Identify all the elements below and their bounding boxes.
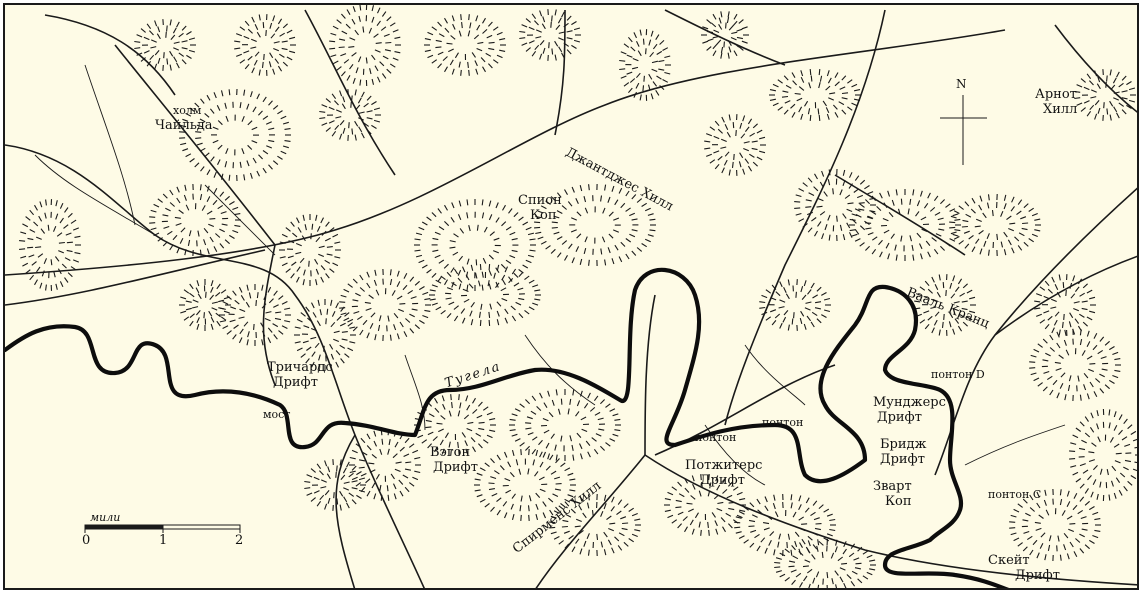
hill-hachure xyxy=(424,14,506,76)
label-skiet-1: Скейт xyxy=(988,553,1030,568)
north-arrow xyxy=(940,95,987,165)
label-spion-kop-2: Коп xyxy=(530,208,557,223)
hill-hachure xyxy=(329,5,401,87)
scale-tick-2: 2 xyxy=(235,533,244,548)
label-childs-hill-1: холм xyxy=(173,104,202,117)
hill-hachure xyxy=(294,299,356,371)
hill-hachure xyxy=(414,394,496,456)
hill-hachure xyxy=(794,168,876,242)
label-potgieters-2: Дрифт xyxy=(700,473,745,488)
scale-tick-1: 1 xyxy=(159,533,168,548)
hill-hachure xyxy=(19,199,81,291)
tugela-river xyxy=(5,267,1010,588)
label-pontoon-2: понтон xyxy=(762,416,804,429)
scale-label: мили xyxy=(90,511,121,524)
hill-hachure xyxy=(279,214,341,286)
hill-hachure xyxy=(914,274,976,336)
scale-bar xyxy=(84,524,241,533)
hill-hachure xyxy=(534,183,656,267)
hill-hachure xyxy=(349,429,421,501)
hill-hachure xyxy=(734,493,836,557)
hill-hachure xyxy=(429,264,541,326)
label-zwart-kop-2: Коп xyxy=(885,494,912,509)
hill-hachure xyxy=(701,11,749,59)
hill-hachure xyxy=(1069,408,1137,502)
north-label: N xyxy=(956,77,967,91)
hill-hachure xyxy=(509,389,621,461)
hill-hachure xyxy=(1034,274,1096,336)
hill-hachure xyxy=(769,69,861,121)
label-skiet-2: Дрифт xyxy=(1015,568,1060,583)
hill-hachure xyxy=(304,459,366,511)
label-munger-1: Мунджерс xyxy=(873,395,946,410)
hill-hachure xyxy=(759,279,831,331)
hill-hachure xyxy=(519,9,581,61)
map-frame: холм Чайльда Спион Коп Джантджес Хилл Ту… xyxy=(3,3,1139,590)
hill-hachure xyxy=(219,284,291,346)
hill-hachure xyxy=(149,183,241,257)
scale-tick-0: 0 xyxy=(82,533,91,548)
label-arnot-2: Хилл xyxy=(1043,102,1078,117)
hill-hachure xyxy=(179,88,291,182)
hill-hachure xyxy=(1074,69,1136,121)
hill-hachure xyxy=(849,189,961,261)
label-childs-hill-2: Чайльда xyxy=(155,118,213,133)
hill-hachure xyxy=(774,538,876,588)
label-munger-2: Дрифт xyxy=(877,410,922,425)
label-potgieters-1: Потжитерс xyxy=(685,458,763,473)
label-arnot-1: Арнот xyxy=(1035,87,1077,102)
label-bridge-drift-1: Бридж xyxy=(880,437,927,452)
label-spion-kop-1: Спион xyxy=(518,193,562,208)
label-pontoon-c: понтон C xyxy=(988,488,1042,501)
hill-hachure xyxy=(549,493,641,557)
label-bridge-drift-2: Дрифт xyxy=(880,452,925,467)
hill-hachure xyxy=(339,268,431,342)
hill-hachure xyxy=(179,279,231,331)
hill-hachure xyxy=(704,114,766,176)
hill-hachure xyxy=(1009,488,1101,562)
label-pontoon-1: понтон xyxy=(695,431,737,444)
hill-hachure xyxy=(319,89,381,141)
hill-hachures xyxy=(19,5,1137,588)
label-trichards-2: Дрифт xyxy=(273,375,318,390)
label-wagon-1: Вэгон xyxy=(430,445,471,460)
hill-hachure xyxy=(474,449,576,521)
roads xyxy=(5,9,1137,588)
terrain-map xyxy=(5,5,1137,588)
hill-hachure xyxy=(234,14,296,76)
label-bridge: мост xyxy=(263,408,291,421)
label-trichards-1: Тричардс xyxy=(267,360,333,375)
hill-hachure xyxy=(134,19,196,71)
label-pontoon-d: понтон D xyxy=(931,368,985,381)
hill-hachure xyxy=(414,199,536,291)
label-zwart-kop-1: Зварт xyxy=(873,479,912,494)
hill-hachure xyxy=(1029,328,1121,402)
label-wagon-2: Дрифт xyxy=(433,460,478,475)
hill-hachure xyxy=(619,29,671,101)
hill-hachure xyxy=(949,193,1041,257)
